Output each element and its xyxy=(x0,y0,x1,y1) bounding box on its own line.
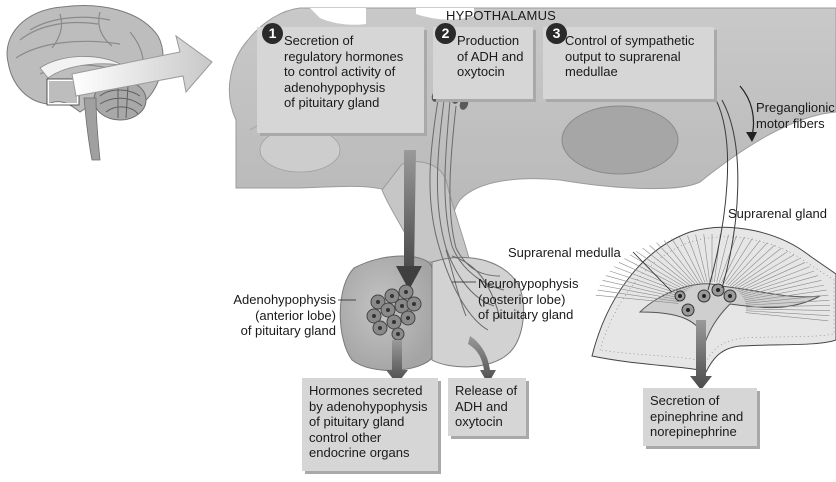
step-1-text: Secretion of regulatory hormones to cont… xyxy=(284,33,404,110)
cortex-striation xyxy=(738,262,806,293)
cortex-striation xyxy=(618,262,686,293)
step-2-text: Production of ADH and oxytocin xyxy=(457,33,524,79)
adenohypophysis-label: Adenohypophysis (anterior lobe) of pitui… xyxy=(233,292,336,338)
neuro-outcome-box: Release of ADH and oxytocin xyxy=(448,378,526,436)
cortex-striation xyxy=(599,284,680,301)
cortex-striation xyxy=(671,238,701,284)
cortex-striation xyxy=(716,234,729,283)
cell-nuclei xyxy=(372,290,416,336)
step-2-number: 2 xyxy=(435,23,456,44)
cortex-striation xyxy=(614,266,684,294)
adeno-outcome-text: Hormones secreted by adenohypophysis of … xyxy=(309,383,428,460)
step-2-box: Production of ADH and oxytocin xyxy=(433,27,533,99)
preganglionic-fibers xyxy=(707,99,739,291)
cortex-striation xyxy=(742,275,819,297)
cortex-striation xyxy=(745,299,830,306)
cortex-striation xyxy=(745,305,830,308)
suprarenal-gland-label: Suprarenal gland xyxy=(728,206,828,221)
cortex-striation xyxy=(737,258,800,291)
step-1-box: Secretion of regulatory hormones to cont… xyxy=(257,27,424,133)
cortex-striation xyxy=(745,312,829,322)
cortex-striation xyxy=(595,294,679,304)
hormone-flow-arrow xyxy=(396,150,422,290)
preganglionic-label: Preganglionic motor fibers xyxy=(756,100,835,131)
neuro-output-arrow xyxy=(468,336,496,384)
cortex-striation xyxy=(703,234,710,283)
neurohypophysis-label: Neurohypophysis (posterior lobe) of pitu… xyxy=(478,276,579,322)
cortex-striation xyxy=(649,245,695,287)
suprarenal-medulla-label: Suprarenal medulla xyxy=(508,245,621,260)
cortex-striation xyxy=(597,289,680,303)
medulla-outcome-text: Secretion of epinephrine and norepinephr… xyxy=(650,393,744,439)
cortex-striation xyxy=(745,310,830,317)
cortex-striation xyxy=(744,284,825,301)
cortex-striation xyxy=(629,254,689,290)
cortex-striation xyxy=(729,245,775,287)
medulla-cell-nuclei xyxy=(678,288,732,312)
cortex-striation xyxy=(743,279,822,299)
cortex-striation xyxy=(635,251,691,289)
pointer-arrow-icon xyxy=(71,34,213,97)
cortex-striation xyxy=(727,242,768,286)
cortex-striation xyxy=(609,270,683,296)
leader-lines xyxy=(338,251,673,301)
cortex-striation xyxy=(679,236,703,284)
cortex-striation xyxy=(642,247,693,288)
cortex-striation xyxy=(605,275,682,297)
neuro-outcome-text: Release of ADH and oxytocin xyxy=(455,383,518,429)
neurosecretory-fibers xyxy=(429,99,505,331)
medulla-outcome-box: Secretion of epinephrine and norepinephr… xyxy=(643,388,757,446)
suprarenal-gland-illustration xyxy=(591,226,836,373)
cortex-striation xyxy=(687,235,706,283)
cortex-striation xyxy=(733,251,789,289)
cortex-striation xyxy=(740,266,810,294)
fiber-arrow-head-icon xyxy=(746,132,757,142)
cortex-striation xyxy=(663,240,699,285)
cortex-striation xyxy=(695,234,708,283)
fiber-direction-arrow xyxy=(739,85,755,137)
step-1-number: 1 xyxy=(262,23,283,44)
cortex-striation xyxy=(745,294,829,304)
cortex-striation xyxy=(723,238,753,284)
step-3-text: Control of sympathetic output to suprare… xyxy=(565,33,695,79)
cortex-striation xyxy=(741,270,815,296)
hypothalamus-heading: HYPOTHALAMUS xyxy=(446,8,557,23)
adeno-outcome-box: Hormones secreted by adenohypophysis of … xyxy=(302,378,438,471)
cortex-striation xyxy=(725,240,761,285)
step-3-box: Control of sympathetic output to suprare… xyxy=(543,27,714,99)
cortex-striation xyxy=(744,289,827,303)
cortex-striation xyxy=(718,235,737,283)
cortex-striation xyxy=(656,242,697,286)
adeno-output-arrow xyxy=(386,340,408,384)
cortex-striation xyxy=(602,279,681,299)
medulla-output-arrow xyxy=(690,320,712,390)
cortex-striation xyxy=(745,308,830,311)
step-3-number: 3 xyxy=(546,23,567,44)
cortex-striation xyxy=(735,254,795,290)
cortex-striation xyxy=(731,247,782,288)
